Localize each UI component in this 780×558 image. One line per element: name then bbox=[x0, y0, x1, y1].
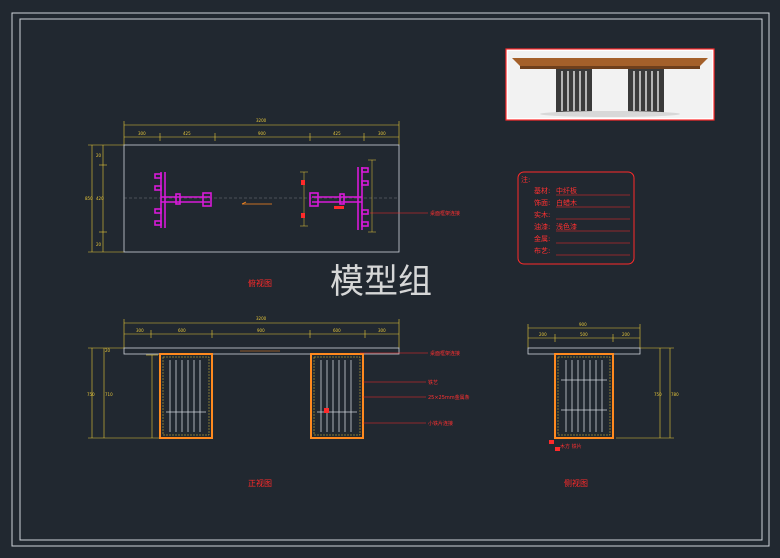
top-seg-3: 900 bbox=[258, 131, 266, 136]
front-annotation-4: 小铁片连接 bbox=[428, 420, 453, 427]
side-seg-1: 200 bbox=[539, 332, 547, 337]
front-seg-5: 300 bbox=[378, 328, 386, 333]
top-vert-1: 20 bbox=[96, 153, 102, 158]
top-vert-3: 420 bbox=[96, 196, 104, 201]
front-tabletop bbox=[123, 347, 400, 355]
note-value-0: 中纤板 bbox=[556, 186, 577, 195]
top-view: 3200 300 425 900 425 300 20 850 420 20 bbox=[85, 118, 460, 288]
front-annotation-3: 25×25mm金属条 bbox=[428, 394, 470, 401]
left-base-frame bbox=[154, 172, 212, 228]
front-annotation-1: 桌面框架连接 bbox=[430, 350, 460, 357]
front-seg-3: 900 bbox=[257, 328, 265, 333]
front-annotation-2: 铁艺 bbox=[428, 379, 438, 386]
side-view-title: 侧视图 bbox=[564, 478, 588, 488]
side-vert-2: 780 bbox=[671, 392, 679, 397]
front-seg-2: 600 bbox=[178, 328, 186, 333]
side-total-dimension: 900 bbox=[579, 322, 587, 327]
note-value-1: 白蜡木 bbox=[556, 198, 577, 207]
top-vert-2: 850 bbox=[85, 196, 93, 201]
front-right-leg bbox=[310, 353, 364, 439]
notes-header: 注: bbox=[521, 175, 530, 184]
side-seg-3: 200 bbox=[622, 332, 630, 337]
side-vert-1: 750 bbox=[654, 392, 662, 397]
outer-border bbox=[11, 12, 770, 547]
render-thumbnail bbox=[505, 48, 715, 121]
note-key-0: 基材: bbox=[534, 186, 550, 195]
note-key-1: 饰面: bbox=[534, 198, 550, 207]
direction-arrow bbox=[241, 201, 272, 205]
right-base-frame bbox=[309, 167, 369, 230]
front-left-leg bbox=[159, 353, 213, 439]
front-view: 3200 300 600 900 600 300 20 710 750 bbox=[87, 316, 470, 488]
materials-notes: 注: 基材: 中纤板 饰面: 白蜡木 实木: 油漆: 浅色漆 金属: 布艺: bbox=[517, 171, 635, 265]
front-total-dimension: 3200 bbox=[256, 316, 267, 321]
note-key-5: 布艺: bbox=[534, 246, 550, 255]
front-seg-1: 300 bbox=[136, 328, 144, 333]
front-vert-1: 20 bbox=[105, 348, 111, 353]
note-key-2: 实木: bbox=[534, 210, 550, 219]
top-seg-1: 300 bbox=[138, 131, 146, 136]
side-seg-2: 500 bbox=[580, 332, 588, 337]
top-total-dimension: 3200 bbox=[256, 118, 267, 123]
side-leg bbox=[554, 353, 614, 439]
note-value-3: 浅色漆 bbox=[556, 222, 577, 231]
front-seg-4: 600 bbox=[333, 328, 341, 333]
top-view-annotation: 桌面框架连接 bbox=[430, 210, 460, 217]
tabletop-outline bbox=[123, 144, 400, 253]
front-view-title: 正视图 bbox=[248, 478, 272, 488]
top-view-title: 俯视图 bbox=[248, 278, 272, 288]
top-seg-4: 425 bbox=[333, 131, 341, 136]
top-seg-2: 425 bbox=[183, 131, 191, 136]
note-key-4: 金属: bbox=[534, 234, 550, 243]
front-vert-2: 710 bbox=[105, 392, 113, 397]
inner-border bbox=[19, 18, 763, 541]
front-vert-3: 750 bbox=[87, 392, 95, 397]
top-seg-5: 300 bbox=[378, 131, 386, 136]
top-vert-4: 20 bbox=[96, 242, 102, 247]
watermark-text: 模型组 bbox=[330, 262, 432, 302]
side-view: 900 200 500 200 750 780 木方 铁片 侧视图 bbox=[527, 322, 679, 488]
side-annotation: 木方 铁片 bbox=[560, 443, 582, 450]
note-key-3: 油漆: bbox=[534, 222, 550, 231]
